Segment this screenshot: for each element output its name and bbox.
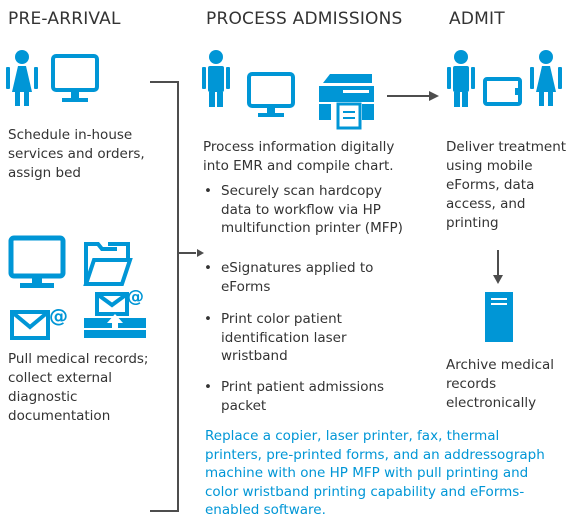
- person-icon: [447, 50, 475, 107]
- person-female-icon: [530, 50, 562, 106]
- svg-text:@: @: [127, 287, 144, 307]
- arrow-icon: [197, 249, 204, 257]
- header-admit: ADMIT: [449, 9, 505, 29]
- bullet-text: Print patient admissions packet: [221, 379, 385, 414]
- records-text: Pull medical records; collect external d…: [8, 351, 149, 424]
- bracket-line: [150, 81, 179, 512]
- bullet-item: • Securely scan hardcopy data to workflo…: [204, 182, 404, 238]
- email-upload-icon: @: [84, 287, 146, 338]
- arrow-icon: [429, 91, 439, 101]
- server-icon: [485, 292, 513, 342]
- mfp-printer-icon: [319, 74, 374, 130]
- schedule-text: Schedule in-house services and orders, a…: [8, 127, 145, 181]
- person-icon: [202, 50, 230, 107]
- bullet-text: Securely scan hardcopy data to workflow …: [221, 183, 403, 236]
- bullet-item: • Print patient admissions packet: [204, 378, 404, 415]
- bullet-text: eSignatures applied to eForms: [221, 260, 374, 295]
- bullet-dot: •: [204, 260, 212, 276]
- header-pre-arrival: PRE-ARRIVAL: [8, 9, 121, 29]
- bullet-dot: •: [204, 379, 212, 395]
- archive-text: Archive medical records electronically: [446, 357, 555, 411]
- monitor-icon: [8, 235, 66, 288]
- monitor-icon: [51, 54, 99, 102]
- bullet-item: • Print color patient identification las…: [204, 310, 404, 366]
- person-female-icon: [6, 50, 38, 106]
- svg-text:@: @: [49, 305, 68, 327]
- bullet-dot: •: [204, 183, 212, 199]
- consolidation-note: Replace a copier, laser printer, fax, th…: [205, 428, 545, 518]
- email-icon: @: [10, 305, 68, 340]
- tablet-icon: [483, 77, 522, 106]
- folder-icon: [83, 242, 133, 286]
- bullet-dot: •: [204, 311, 212, 327]
- arrow-icon: [493, 275, 503, 284]
- monitor-icon: [247, 72, 295, 117]
- deliver-text: Deliver treatment using mobile eForms, d…: [446, 139, 567, 231]
- bullet-item: • eSignatures applied to eForms: [204, 259, 404, 296]
- process-intro: Process information digitally into EMR a…: [203, 139, 395, 174]
- bullet-text: Print color patient identification laser…: [221, 311, 347, 364]
- header-process-admissions: PROCESS ADMISSIONS: [206, 9, 403, 29]
